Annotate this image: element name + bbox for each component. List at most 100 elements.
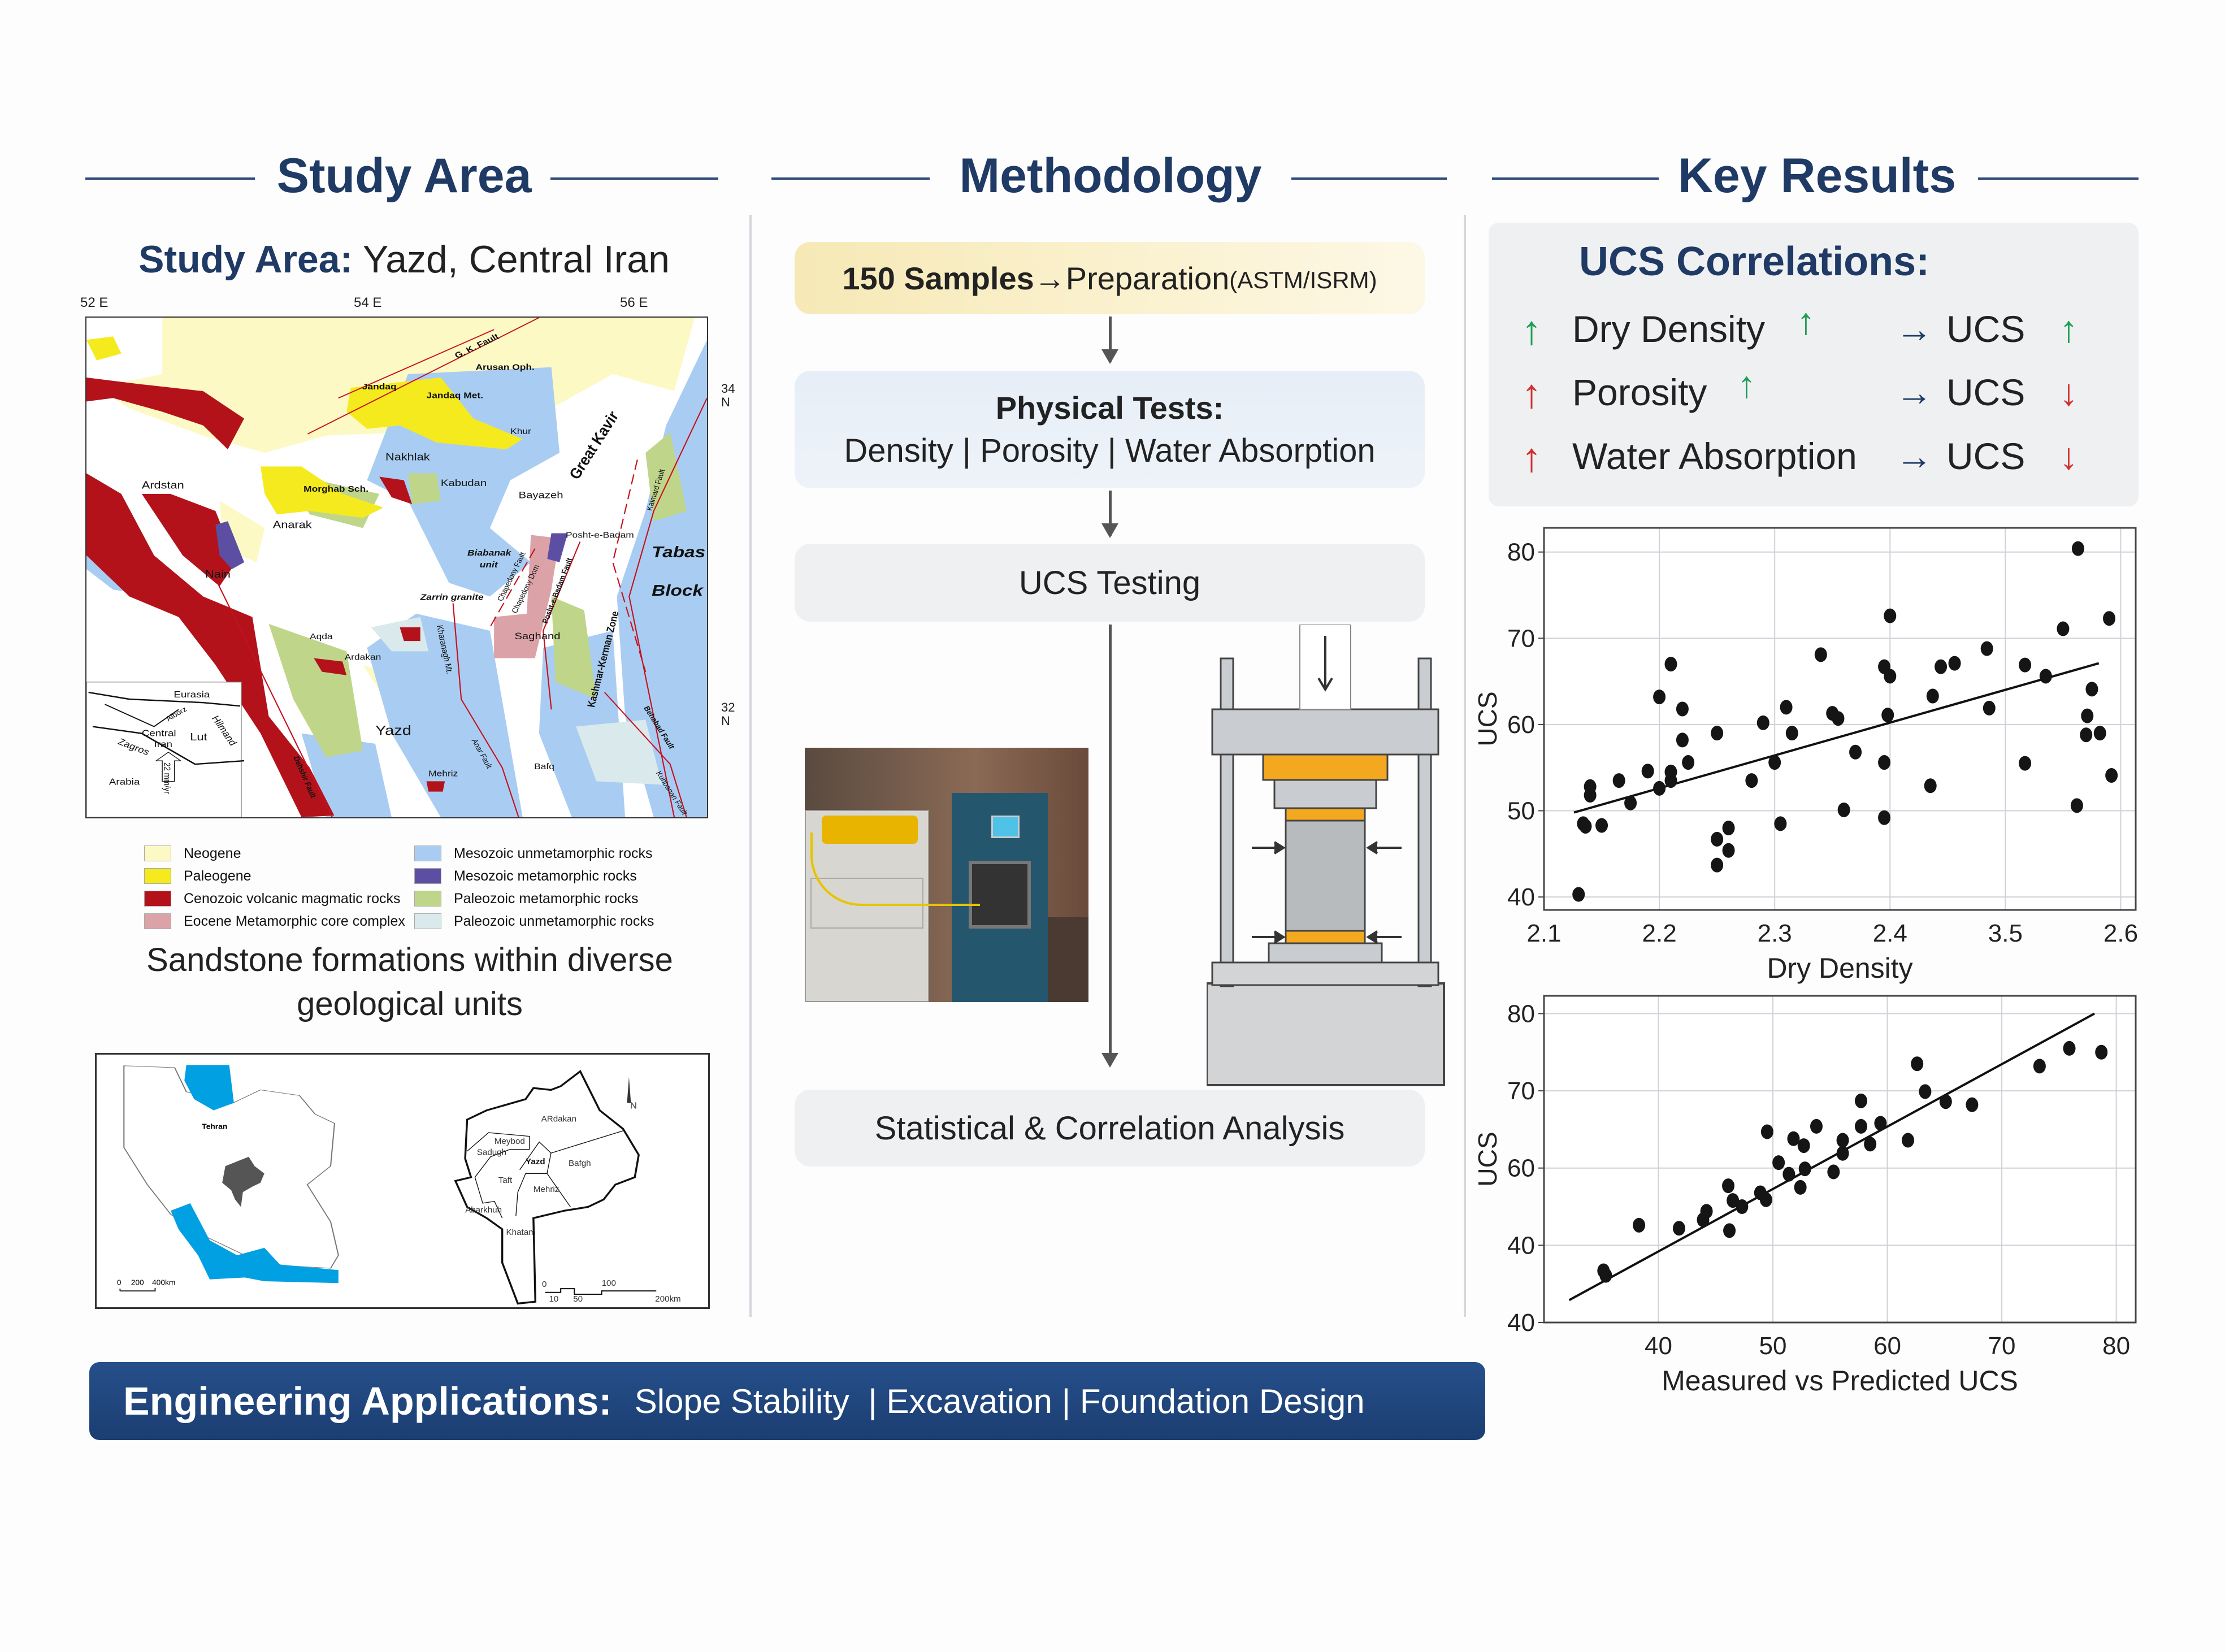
legend-item: Mesozoic metamorphic rocks	[414, 865, 708, 887]
paleozoic-unmetamorphic-unit	[576, 719, 662, 785]
data-point	[1884, 669, 1897, 684]
data-point	[1664, 764, 1677, 779]
trend-up-icon: ↑	[1521, 308, 1542, 353]
inset-label: 22 mm/yr	[162, 762, 171, 794]
legend-item: Eocene Metamorphic core complex	[144, 910, 410, 933]
header-rule	[771, 177, 930, 180]
data-point	[1935, 659, 1948, 674]
data-point	[1939, 1094, 1952, 1109]
data-point	[1579, 818, 1592, 834]
data-point	[1774, 816, 1787, 831]
map-label: Bafq	[534, 762, 554, 771]
data-point	[1836, 1133, 1849, 1148]
confining-arrow-icon	[1366, 930, 1402, 944]
target-label: UCS	[1946, 371, 2026, 413]
legend-swatch	[414, 845, 441, 861]
legend-item: Paleozoic metamorphic rocks	[414, 887, 708, 910]
implies-arrow: →	[1896, 308, 1933, 350]
data-point	[1874, 1116, 1887, 1131]
x-tick-label: 70	[1988, 1332, 2016, 1360]
step-physical-tests: Physical Tests: Density | Porosity | Wat…	[795, 371, 1425, 488]
data-point	[1653, 690, 1666, 705]
cenozoic-volcanic-unit	[379, 476, 413, 504]
ucs-correlations-panel: UCS Correlations: ↑ Dry Density ↑ → UCS …	[1489, 223, 2139, 506]
lat-value: 32	[721, 700, 735, 714]
map-label: Posht-e-Badam	[566, 531, 634, 540]
study-area-heading: Study Area	[276, 149, 532, 203]
data-point	[1901, 1133, 1914, 1148]
map-label: Morghab Sch.	[303, 484, 368, 493]
data-point	[1782, 1167, 1795, 1182]
map-legend: Mesozoic unmetamorphic rocks Mesozoic me…	[414, 842, 708, 933]
confining-arrow-icon	[1252, 841, 1286, 855]
y-axis-label: UCS	[1473, 1131, 1502, 1186]
scale-label: 50	[573, 1295, 583, 1304]
y-tick-label: 70	[1507, 625, 1535, 652]
legend-label: Neogene	[184, 845, 241, 861]
data-point	[1849, 744, 1862, 760]
scale-label: 10	[549, 1295, 558, 1304]
legend-label: Mesozoic unmetamorphic rocks	[454, 845, 653, 861]
data-point	[2085, 682, 2098, 697]
data-point	[1810, 1118, 1823, 1134]
fault-line	[338, 329, 495, 399]
y-tick-label: 60	[1507, 1155, 1535, 1182]
data-point	[1966, 1097, 1979, 1112]
persian-gulf	[171, 1203, 339, 1284]
trend-down-icon: ↓	[2059, 435, 2078, 477]
flow-arrow-icon	[1101, 491, 1118, 538]
tectonic-inset: Eurasia Alborz Central Iran Lut Hilmand …	[86, 682, 245, 817]
map-label: Kabudan	[441, 477, 487, 488]
data-point	[1772, 1155, 1785, 1170]
inset-label: Arabia	[109, 777, 140, 787]
data-point	[1572, 887, 1585, 902]
trend-up-icon: ↑	[1737, 363, 1756, 405]
map-label: Zarrin granite	[420, 593, 484, 602]
data-point	[1722, 1178, 1735, 1194]
data-point	[1794, 1180, 1807, 1195]
map-label: Saghand	[514, 631, 560, 641]
header-rule	[1492, 177, 1659, 180]
fault-line	[307, 318, 540, 435]
data-point	[1700, 1204, 1713, 1219]
property-label: Water Absorption	[1572, 435, 1857, 477]
fault-line	[604, 692, 687, 817]
paleogene-unit	[261, 466, 384, 518]
district-label: Taft	[498, 1176, 512, 1185]
map-label: Block	[652, 582, 704, 600]
district-label: Mehriz	[534, 1186, 559, 1195]
map-legend: Neogene Paleogene Cenozoic volcanic magm…	[144, 842, 410, 933]
map-label: Tabas	[652, 543, 705, 561]
banner-title: Engineering Applications:	[123, 1379, 612, 1423]
mesozoic-metamorphic-unit	[547, 533, 568, 562]
legend-swatch	[144, 891, 171, 907]
scale-label: 0	[542, 1280, 547, 1289]
data-point	[2080, 727, 2093, 743]
rock-specimen	[1285, 820, 1366, 932]
data-point	[1785, 726, 1798, 741]
data-point	[2095, 1044, 2108, 1060]
data-point	[1911, 1056, 1924, 1072]
cenozoic-volcanic-unit	[400, 627, 420, 641]
data-point	[1827, 1164, 1840, 1180]
physical-tests-title: Physical Tests:	[995, 390, 1224, 426]
data-point	[1878, 810, 1891, 825]
map-label: unit	[480, 560, 498, 569]
data-point	[1814, 647, 1827, 662]
sample-count: 150 Samples	[842, 260, 1034, 296]
data-point	[1836, 1146, 1849, 1161]
data-point	[1711, 831, 1724, 847]
data-point	[1756, 715, 1769, 730]
data-point	[1664, 657, 1677, 672]
data-point	[2033, 1059, 2046, 1074]
y-tick-label: 40	[1507, 1309, 1535, 1337]
banner-items: Slope Stability | Excavation | Foundatio…	[634, 1382, 1365, 1420]
x-tick-label: 50	[1759, 1332, 1787, 1360]
legend-item: Paleogene	[144, 865, 410, 887]
data-point	[1760, 1124, 1773, 1139]
flow-arrow-icon	[1101, 316, 1118, 364]
inset-label: Lut	[190, 731, 207, 743]
location-map: Tehran 0 200 400km ARdakan Meybod Sadugh…	[95, 1053, 710, 1309]
